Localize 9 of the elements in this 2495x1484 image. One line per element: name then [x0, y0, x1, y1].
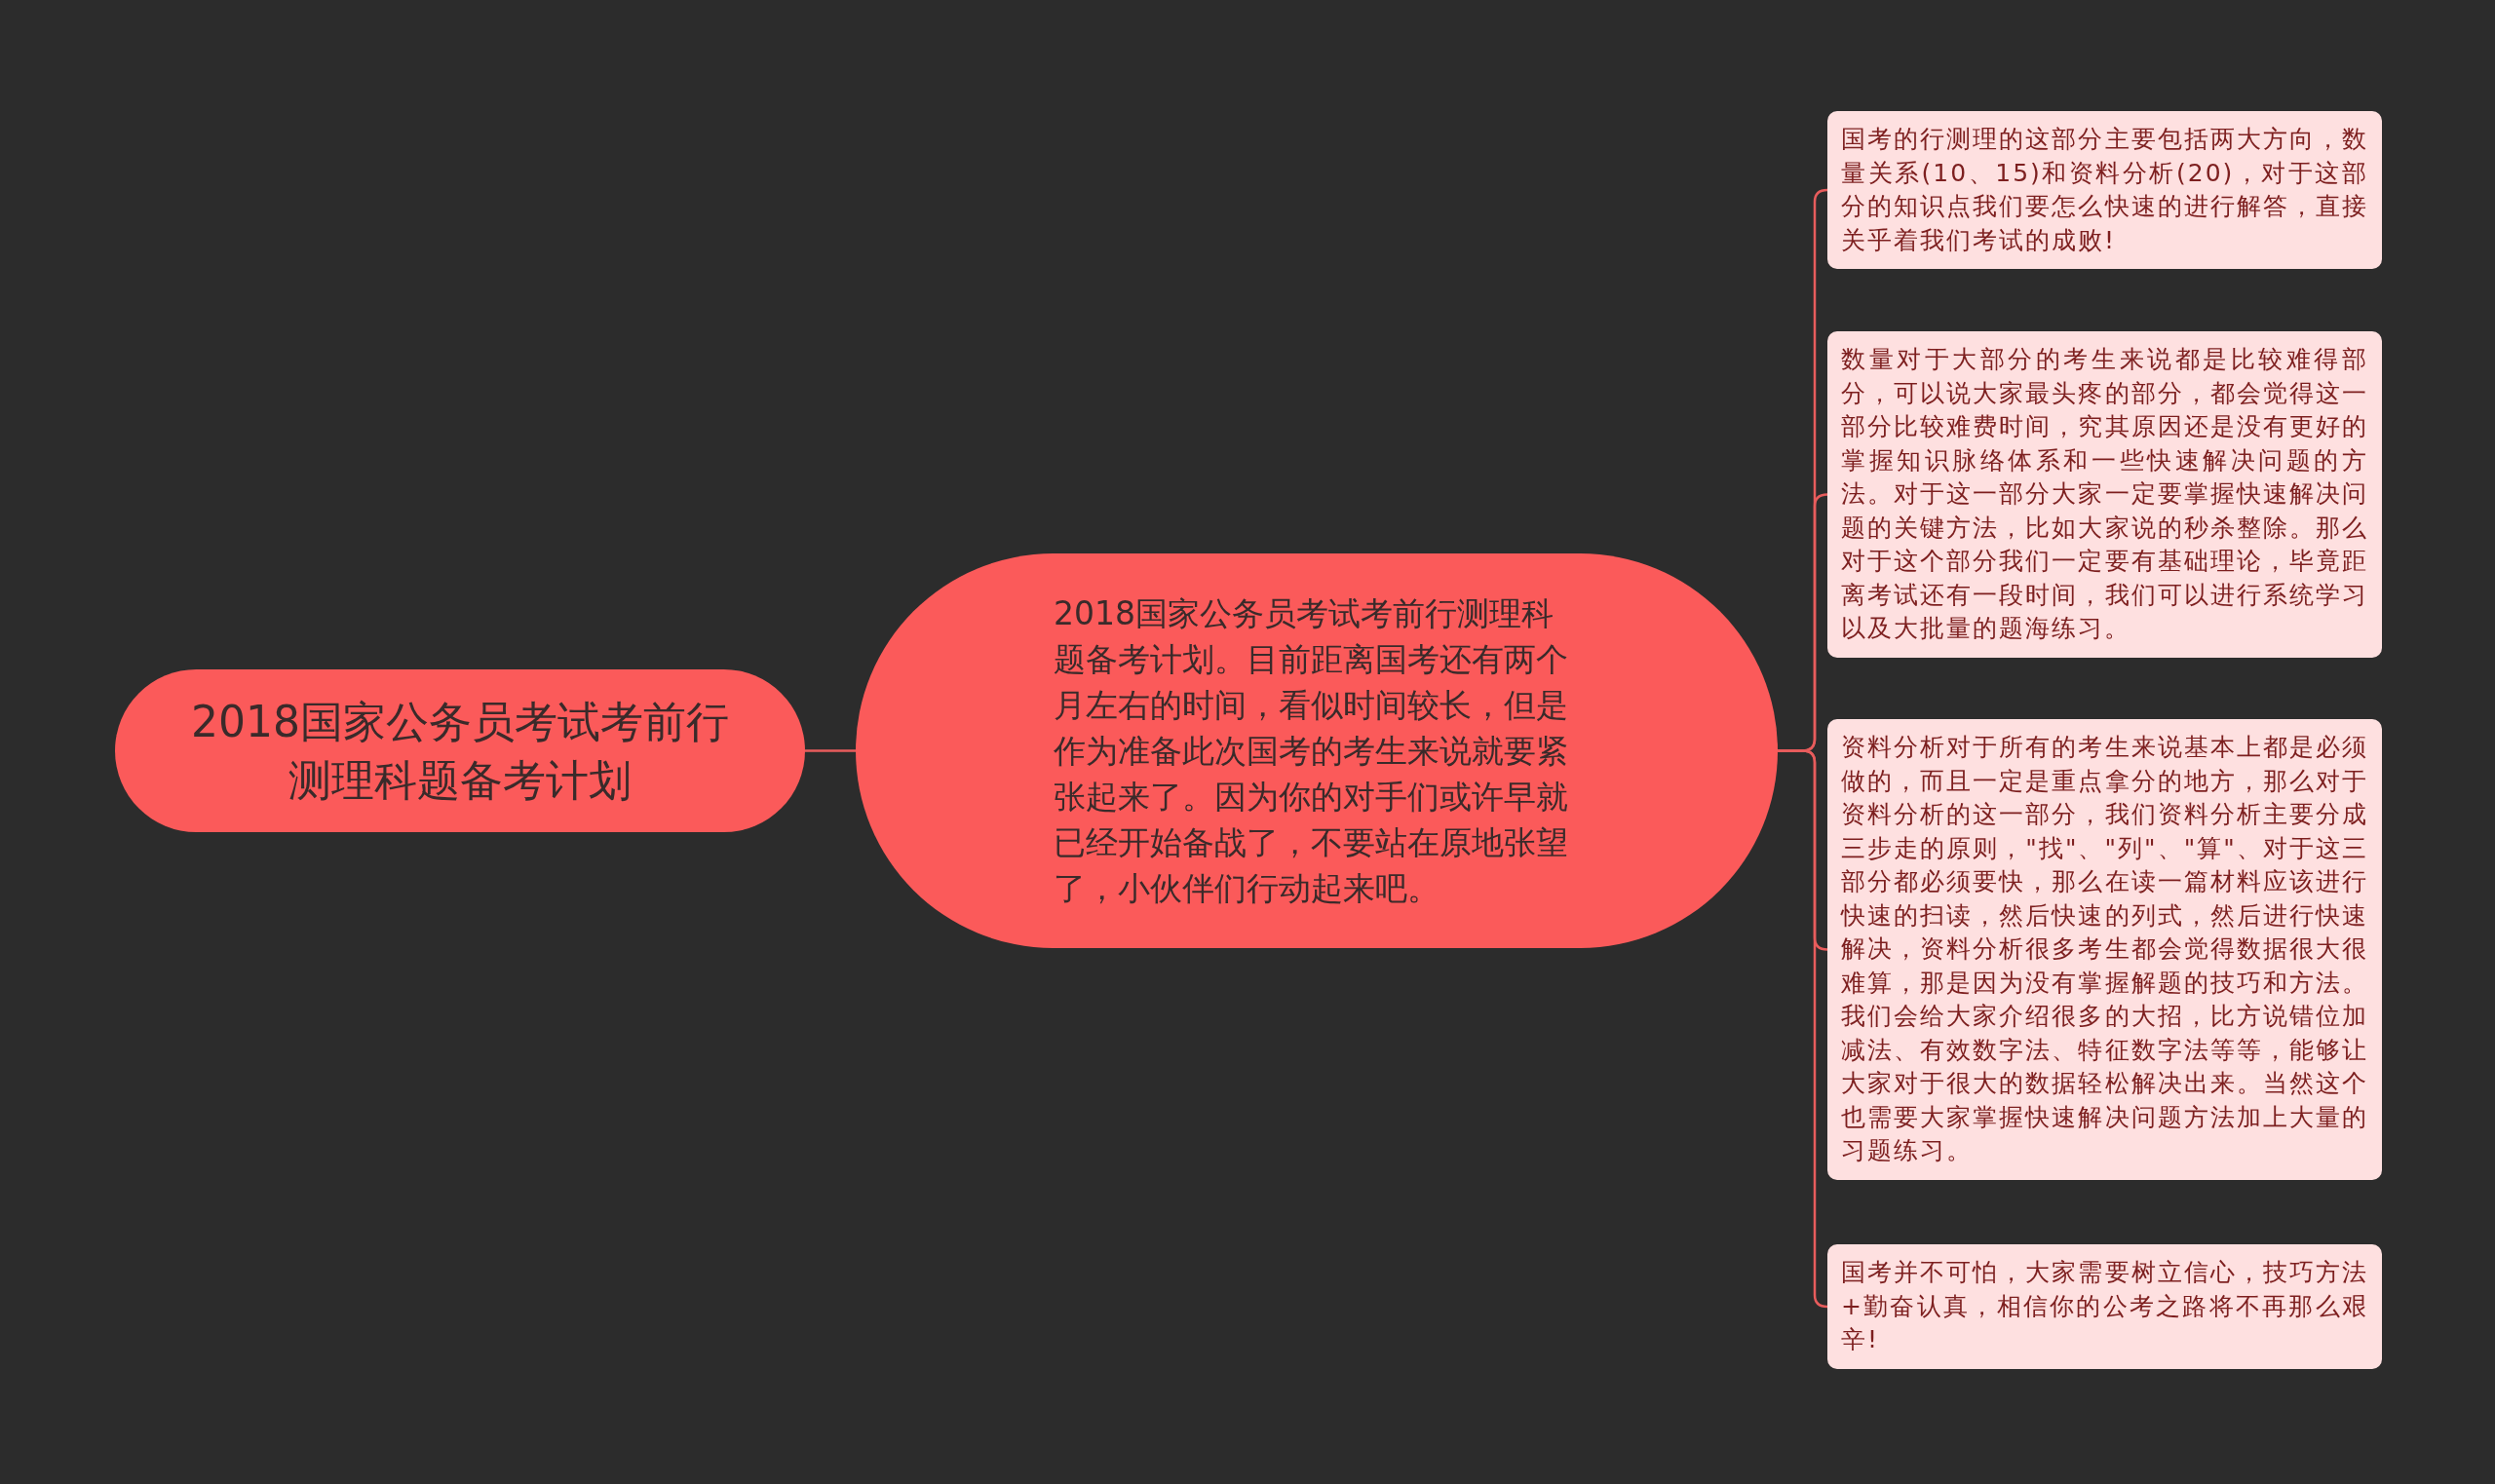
- note-text: 资料分析对于所有的考生来说基本上都是必须做的，而且一定是重点拿分的地方，那么对于资料分析的这一部分，我们资料分析主要分成三步走的原则，"找"、"列"、"算"、对于这三部分都必须要快，那么在读一篇材料应该进行快速的扫读，然后快速的列式，然后进行快速解决，资料分析很多考生都会觉得数据很大很难算，那是因为没有掌握解题的技巧和方法。我们会给大家介绍很多的大招，比方说错位加减法、有效数字法、特征数字法等等，能够让大家对于很大的数据轻松解决出来。当然这个也需要大家掌握快速解决问题方法加上大量的习题练习。: [1841, 733, 2368, 1164]
- note-text: 国考的行测理的这部分主要包括两大方向，数量关系(10、15)和资料分析(20)，对于这部分的知识点我们要怎么快速的进行解答，直接关乎着我们考试的成败!: [1841, 125, 2368, 254]
- connector-line: [805, 749, 856, 752]
- note-card: [1827, 111, 2382, 269]
- note-card: [1827, 1244, 2382, 1369]
- note-text: 国考并不可怕，大家需要树立信心，技巧方法+勤奋认真，相信你的公考之路将不再那么艰辛!: [1841, 1258, 2368, 1353]
- note-text: 数量对于大部分的考生来说都是比较难得部分，可以说大家最头疼的部分，都会觉得这一部分比较难费时间，究其原因还是没有更好的掌握知识脉络体系和一些快速解决问题的方法。对于这一部分大家一定要掌握快速解决问题的关键方法，比如大家说的秒杀整除。那么对于这个部分我们一定要有基础理论，毕竟距离考试还有一段时间，我们可以进行系统学习以及大批量的题海练习。: [1841, 345, 2368, 642]
- topic-text: 2018国家公务员考试考前行测理科题备考计划: [190, 695, 730, 807]
- topic-text: 2018国家公务员考试考前行测理科题备考计划。目前距离国考还有两个月左右的时间，看似时间较长，但是作为准备此次国考的考生来说就要紧张起来了。因为你的对手们或许早就已经开始备战了，不要站在原地张望了，小伙伴们行动起来吧。: [1054, 593, 1569, 909]
